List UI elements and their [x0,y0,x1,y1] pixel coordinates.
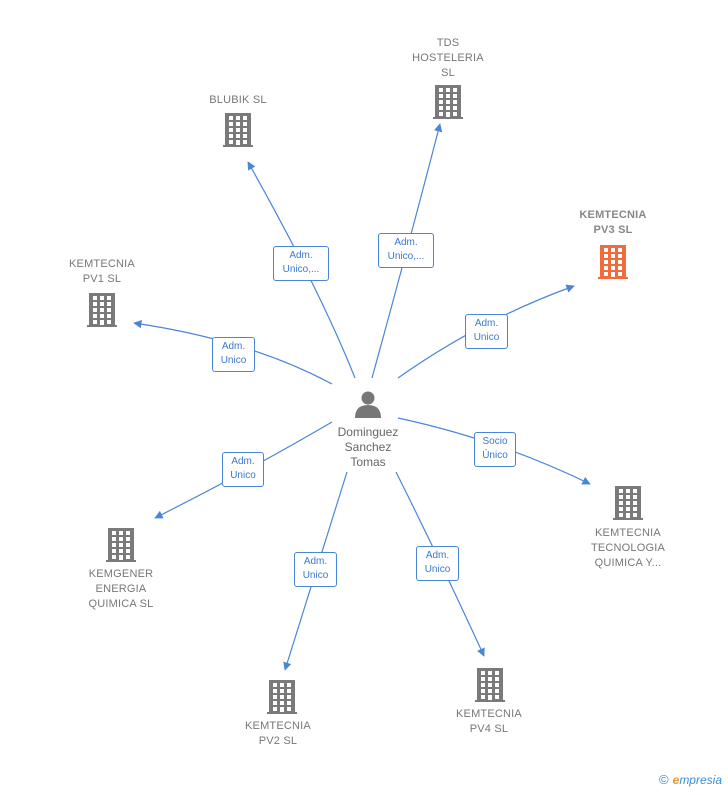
relation-label-blubik[interactable]: Adm. Unico,... [273,246,329,281]
company-label-pv1[interactable]: KEMTECNIA PV1 SL [69,258,135,285]
relation-label-pv1[interactable]: Adm. Unico [212,337,255,372]
company-label-pv4[interactable]: KEMTECNIA PV4 SL [456,708,522,735]
relation-label-kemgener[interactable]: Adm. Unico [222,452,264,487]
company-label-blubik[interactable]: BLUBIK SL [209,94,267,106]
relation-label-pv3[interactable]: Adm. Unico [465,314,508,349]
person-icon-head [361,391,375,405]
building-icon-blubik[interactable] [223,113,253,147]
company-label-pv3[interactable]: KEMTECNIA PV3 SL [579,209,647,236]
company-label-tds[interactable]: TDS HOSTELERIA SL [412,37,484,79]
relation-label-tds[interactable]: Adm. Unico,... [378,233,434,268]
brand-footer: © empresia [659,772,722,787]
copyright-icon: © [659,772,669,787]
relation-label-pv2[interactable]: Adm. Unico [294,552,337,587]
company-label-pv2[interactable]: KEMTECNIA PV2 SL [245,720,311,747]
building-icon-pv1[interactable] [87,293,117,327]
relation-label-pv4[interactable]: Adm. Unico [416,546,459,581]
building-icon-kemgener[interactable] [106,528,136,562]
brand-initial: e [672,772,680,787]
brand-name: mpresia [679,772,722,787]
relation-label-tecnologia[interactable]: Socio Único [474,432,516,467]
building-icon-pv3[interactable] [598,245,628,279]
building-icon-pv4[interactable] [475,668,505,702]
building-icon-tds[interactable] [433,85,463,119]
building-icon-tecnologia[interactable] [613,486,643,520]
person-icon[interactable] [355,405,381,418]
company-label-kemgener[interactable]: KEMGENER ENERGIA QUIMICA SL [88,568,154,610]
building-icon-pv2[interactable] [267,680,297,714]
person-name[interactable]: Dominguez Sanchez Tomas [337,425,399,469]
company-label-tecnologia[interactable]: KEMTECNIA TECNOLOGIA QUIMICA Y... [590,527,666,569]
